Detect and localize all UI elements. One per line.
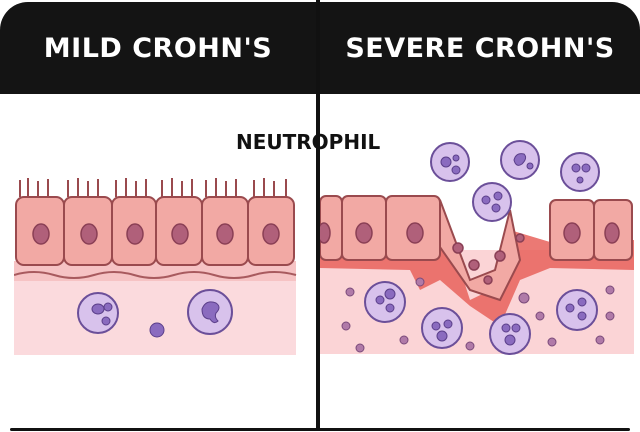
- panel-divider: [316, 0, 320, 430]
- panel-title-severe: SEVERE CROHN'S: [320, 2, 640, 94]
- neutrophil-label: NEUTROPHIL: [236, 130, 381, 154]
- severe-tissue-illustration: [320, 140, 634, 355]
- bottom-border: [10, 428, 630, 431]
- mild-tissue-illustration: [14, 178, 297, 355]
- panel-title-mild: MILD CROHN'S: [0, 2, 316, 94]
